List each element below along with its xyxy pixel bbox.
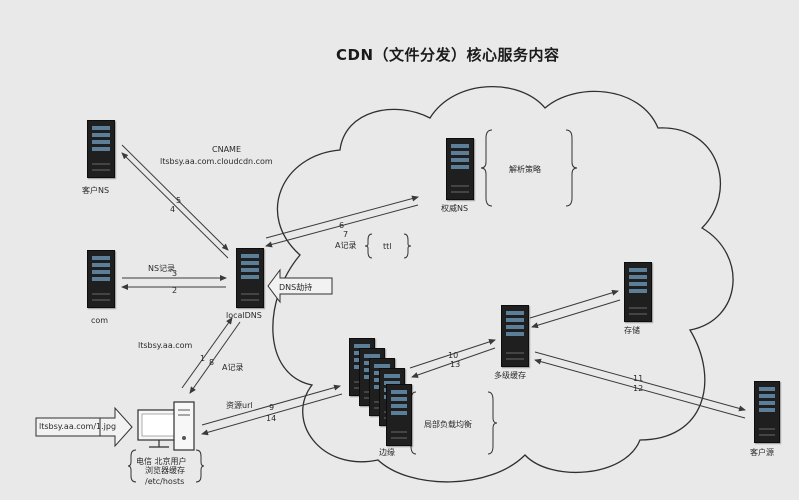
label-origin: 客户源 xyxy=(750,448,774,457)
step-11: 11 xyxy=(633,374,644,383)
url-input-arrow xyxy=(99,406,133,448)
line-customerns-localdns-5 xyxy=(121,144,229,251)
label-auth-ns: 权威NS xyxy=(441,204,469,213)
cloud-shape xyxy=(272,85,734,483)
line-localdns-user-8 xyxy=(189,321,241,394)
line-authns-localdns-7 xyxy=(265,204,419,248)
line-localdns-authns-6 xyxy=(265,195,419,239)
line-user-edge-9 xyxy=(201,384,341,426)
label-cname-title: CNAME xyxy=(212,145,241,154)
label-customer-ns: 客户NS xyxy=(82,186,110,195)
server-icon-edge-5 xyxy=(386,384,412,446)
label-hosts-file: /etc/hosts xyxy=(145,477,185,486)
server-icon-com xyxy=(87,250,115,308)
server-icon-storage xyxy=(624,262,652,322)
url-input-box xyxy=(35,417,101,437)
label-ns-record: NS记录 xyxy=(148,264,176,273)
label-ttl: ttl xyxy=(383,242,392,251)
label-dns-hijack: DNS劫持 xyxy=(279,283,313,292)
label-parse-schedule: 解析策略 xyxy=(509,165,541,174)
line-user-localdns-1 xyxy=(181,317,233,389)
label-cname-value: ltsbsy.aa.com.cloudcdn.com xyxy=(160,157,273,166)
line-cache-storage xyxy=(529,289,619,319)
bracket-cache-left xyxy=(127,449,137,483)
step-9: 9 xyxy=(269,403,275,412)
user-computer-icon xyxy=(137,401,195,451)
step-5: 5 xyxy=(176,196,182,205)
server-icon-auth-ns xyxy=(446,138,474,200)
bracket-ttl-left xyxy=(364,233,373,259)
dns-hijack-arrow xyxy=(267,268,333,304)
label-a-record-user: A记录 xyxy=(222,363,244,372)
label-multi-cache: 多级缓存 xyxy=(494,371,526,380)
diagram-title: CDN（文件分发）核心服务内容 xyxy=(336,46,560,64)
label-query-domain: ltsbsy.aa.com xyxy=(138,341,193,350)
line-origin-cache-12 xyxy=(534,358,746,419)
bracket-lb-right xyxy=(487,391,498,455)
label-user: 电信 北京用户 xyxy=(136,457,187,466)
line-edge-user-14 xyxy=(201,393,343,436)
bracket-parse-right xyxy=(565,129,578,207)
step-2: 2 xyxy=(172,286,178,295)
url-input-text: ltsbsy.aa.com/1.jpg xyxy=(39,422,117,431)
label-storage: 存储 xyxy=(624,326,640,335)
label-local-lb: 局部负载均衡 xyxy=(424,420,472,429)
label-a-record-auth: A记录 xyxy=(335,241,357,250)
line-cache-edge-13 xyxy=(411,347,496,378)
server-icon-multi-cache xyxy=(501,305,529,367)
line-storage-cache xyxy=(531,299,621,329)
step-3: 3 xyxy=(172,269,178,278)
line-cache-origin-11 xyxy=(534,351,746,412)
step-10: 10 xyxy=(448,351,459,360)
line-edge-cache-10 xyxy=(409,339,496,369)
step-12: 12 xyxy=(633,384,644,393)
step-8: 8 xyxy=(209,358,215,367)
step-4: 4 xyxy=(170,205,176,214)
line-localdns-customerns-4 xyxy=(121,152,229,259)
server-icon-local-dns xyxy=(236,248,264,308)
bracket-parse-left xyxy=(480,129,493,207)
bracket-ttl-right xyxy=(403,233,412,259)
server-icon-origin xyxy=(754,381,780,443)
label-local-dns: localDNS xyxy=(226,311,262,320)
server-icon-customer-ns xyxy=(87,120,115,178)
label-edge: 边缘 xyxy=(379,448,395,457)
step-1: 1 xyxy=(200,354,206,363)
bracket-cache-right xyxy=(195,449,205,483)
step-7: 7 xyxy=(343,230,349,239)
step-6: 6 xyxy=(339,221,345,230)
label-com: com xyxy=(91,316,109,325)
label-resource-url: 资源url xyxy=(226,401,253,410)
step-13: 13 xyxy=(450,360,461,369)
step-14: 14 xyxy=(266,414,277,423)
label-browser-cache: 浏览器缓存 xyxy=(145,466,185,475)
